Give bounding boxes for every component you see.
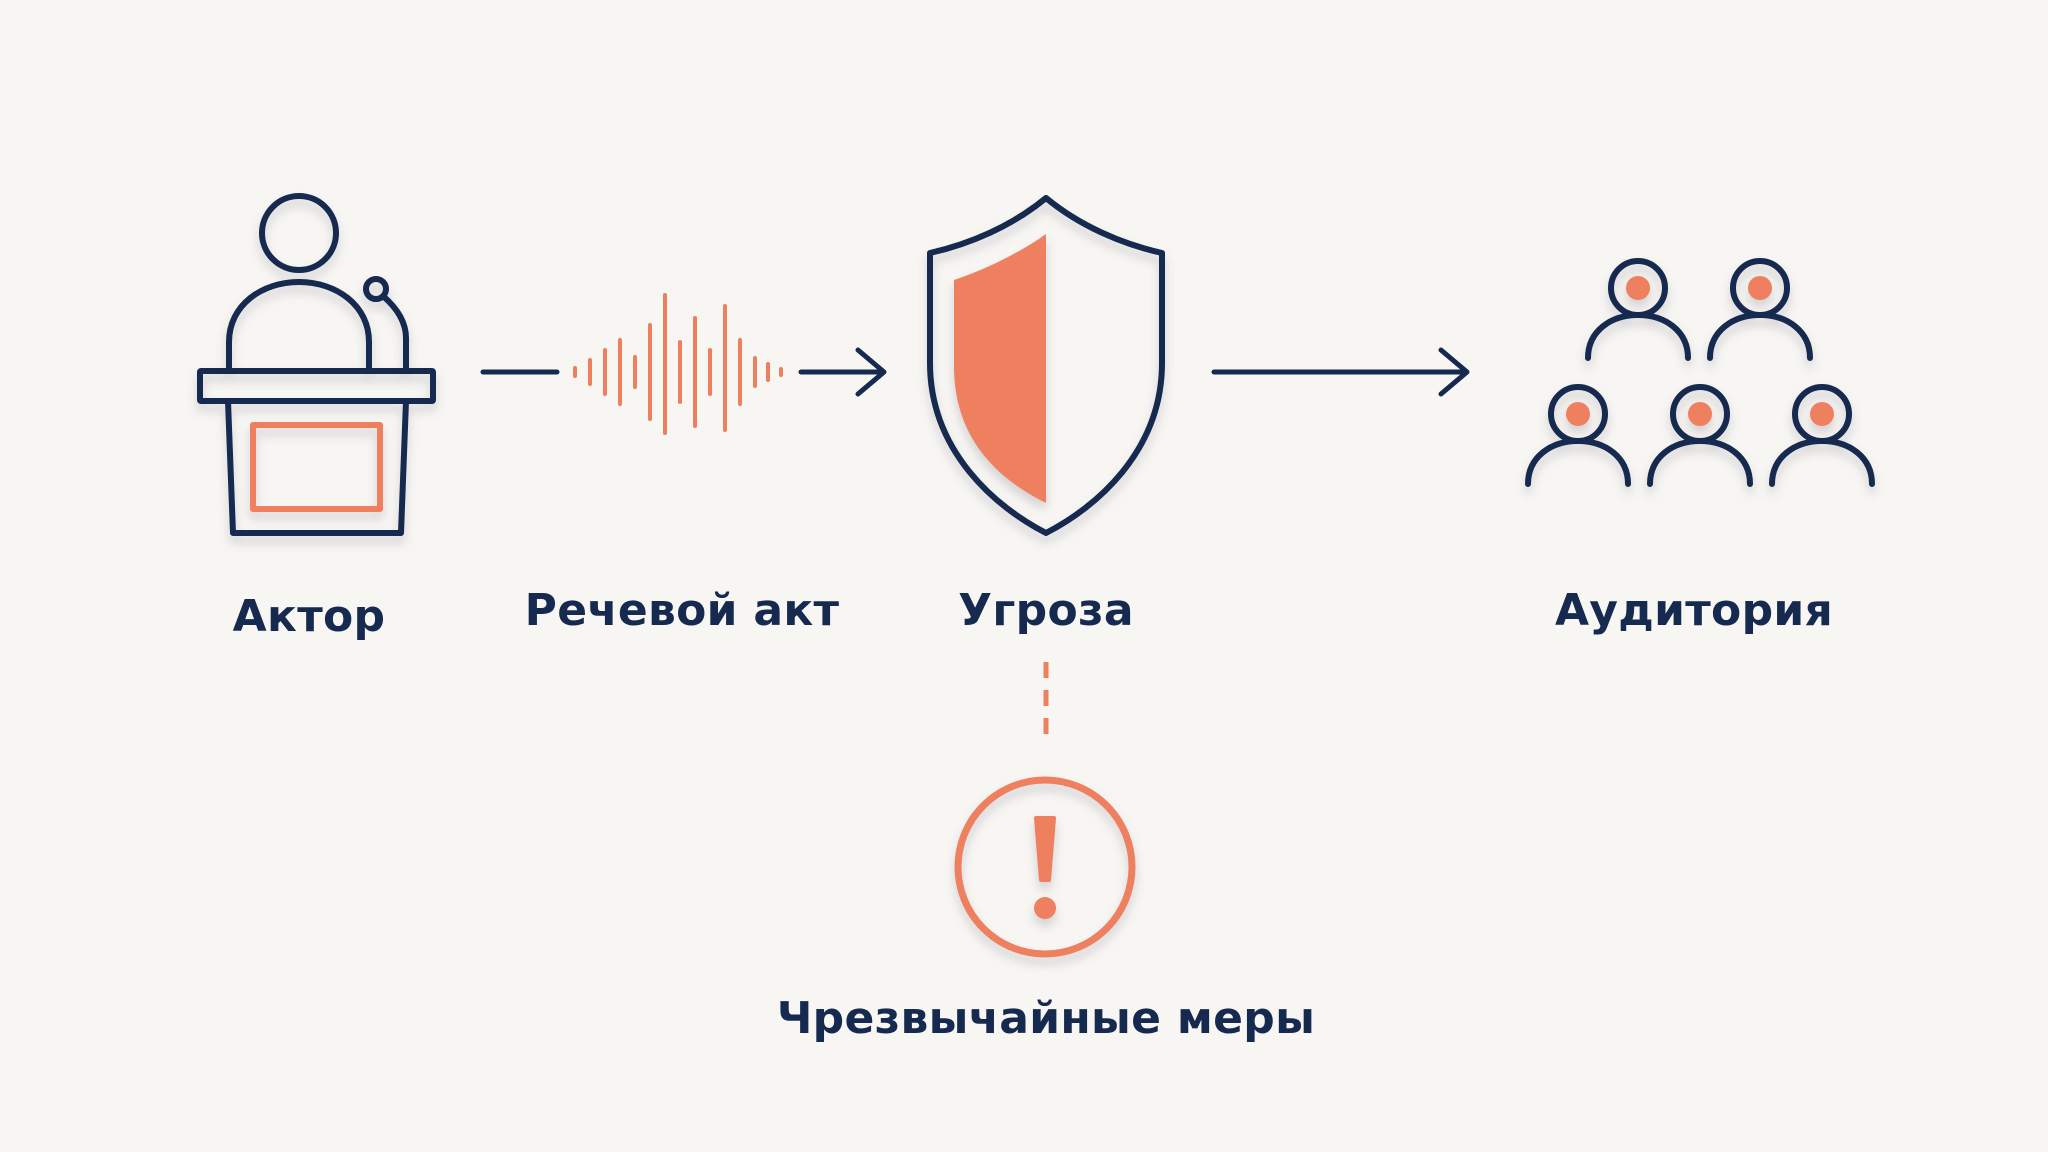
threat-to-audience-arrow bbox=[1211, 347, 1470, 397]
person-icon bbox=[1707, 258, 1813, 361]
audience-group-icon bbox=[1525, 258, 1875, 487]
audience-label: Аудитория bbox=[1554, 585, 1834, 636]
threat-label: Угроза bbox=[958, 585, 1134, 636]
sound-wave-icon bbox=[573, 293, 783, 435]
emergency-measures-label: Чрезвычайные меры bbox=[776, 993, 1316, 1044]
person-icon bbox=[1647, 384, 1753, 487]
person-icon bbox=[1525, 384, 1631, 487]
shield-icon bbox=[927, 195, 1165, 536]
actor-label: Актор bbox=[232, 591, 386, 642]
person-icon bbox=[1769, 384, 1875, 487]
podium-speaker-icon bbox=[197, 193, 436, 536]
arrow-head bbox=[855, 347, 887, 397]
speech-act-label: Речевой акт bbox=[524, 585, 840, 636]
warning-exclamation-icon bbox=[954, 776, 1136, 958]
speech-act-connector bbox=[480, 293, 887, 435]
person-icon bbox=[1585, 258, 1691, 361]
